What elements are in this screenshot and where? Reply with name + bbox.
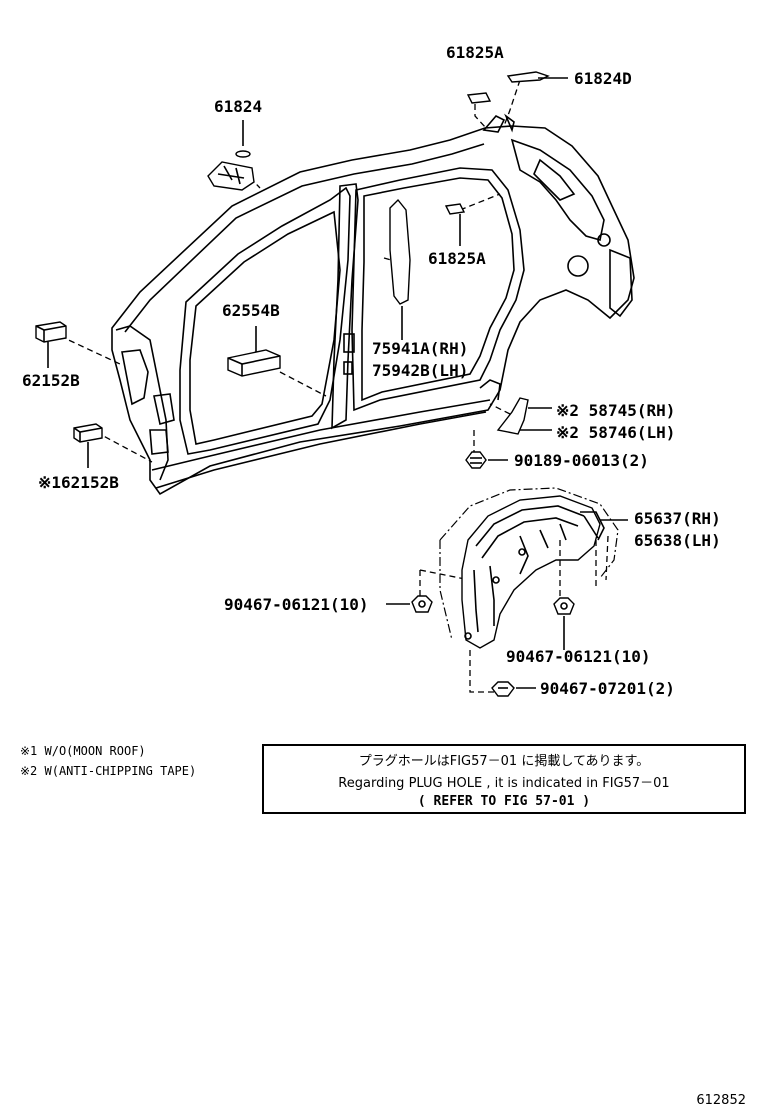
clip-90189 bbox=[465, 451, 487, 469]
callout-90467-06121-right: 90467-06121(10) bbox=[506, 647, 651, 666]
pad-62152b-upper bbox=[35, 321, 67, 343]
callout-75941a: 75941A(RH) bbox=[372, 339, 468, 358]
liner-phantom-lines bbox=[559, 535, 609, 600]
callout-62554b: 62554B bbox=[222, 301, 280, 320]
liner-phantom-outline bbox=[439, 487, 619, 579]
callout-58746: ※2 58746(LH) bbox=[556, 423, 675, 442]
nut-90467-06121-right bbox=[553, 597, 575, 615]
callout-61825a-mid: 61825A bbox=[428, 249, 486, 268]
note-anti-chipping: ※2 W(ANTI-CHIPPING TAPE) bbox=[20, 764, 197, 778]
figure-number: 612852 bbox=[696, 1093, 746, 1108]
pillar-strip-75941a bbox=[389, 198, 411, 305]
reference-line-en: Regarding PLUG HOLE , it is indicated in… bbox=[338, 776, 670, 791]
solid-leaders bbox=[47, 77, 628, 689]
callout-62152b: 62152B bbox=[22, 371, 80, 390]
callout-61824d: 61824D bbox=[574, 69, 632, 88]
callout-65637: 65637(RH) bbox=[634, 509, 721, 528]
plug-61824 bbox=[235, 150, 251, 158]
grommet-61825a-top bbox=[466, 92, 492, 104]
callout-65638: 65638(LH) bbox=[634, 531, 721, 550]
callout-90189: 90189-06013(2) bbox=[514, 451, 649, 470]
tape-58745 bbox=[496, 397, 529, 435]
grommet-61825a-mid bbox=[444, 203, 466, 215]
reference-line-jp: プラグホールはFIG57－01 に掲載してあります。 bbox=[358, 754, 650, 769]
liner-phantom-outline-2 bbox=[439, 540, 453, 641]
reference-line-refer: ( REFER TO FIG 57-01 ) bbox=[417, 794, 591, 809]
callout-62152b-note1: ※162152B bbox=[38, 473, 119, 492]
silencer-62554b bbox=[227, 349, 281, 377]
screw-90467-07201 bbox=[491, 681, 515, 697]
note-moon-roof: ※1 W/O(MOON ROOF) bbox=[20, 744, 146, 758]
callout-61824: 61824 bbox=[214, 97, 262, 116]
nut-90467-06121-left bbox=[411, 595, 433, 613]
callout-90467-07201: 90467-07201(2) bbox=[540, 679, 675, 698]
bracket-part bbox=[207, 161, 255, 191]
reference-box: プラグホールはFIG57－01 に掲載してあります。 Regarding PLU… bbox=[262, 744, 746, 814]
callout-75942b: 75942B(LH) bbox=[372, 361, 468, 380]
callout-61825a-top: 61825A bbox=[446, 43, 504, 62]
tape-61824d bbox=[506, 71, 550, 83]
callout-58745: ※2 58745(RH) bbox=[556, 401, 675, 420]
pad-62152b-lower bbox=[73, 423, 103, 443]
body-side-panel bbox=[111, 113, 635, 496]
callout-90467-06121-left: 90467-06121(10) bbox=[224, 595, 369, 614]
leader-lines bbox=[59, 79, 563, 693]
fender-liner-65637 bbox=[461, 495, 605, 649]
callout-labels: 61825A 61824D 61824 61825A 62554B 75941A… bbox=[22, 43, 721, 698]
